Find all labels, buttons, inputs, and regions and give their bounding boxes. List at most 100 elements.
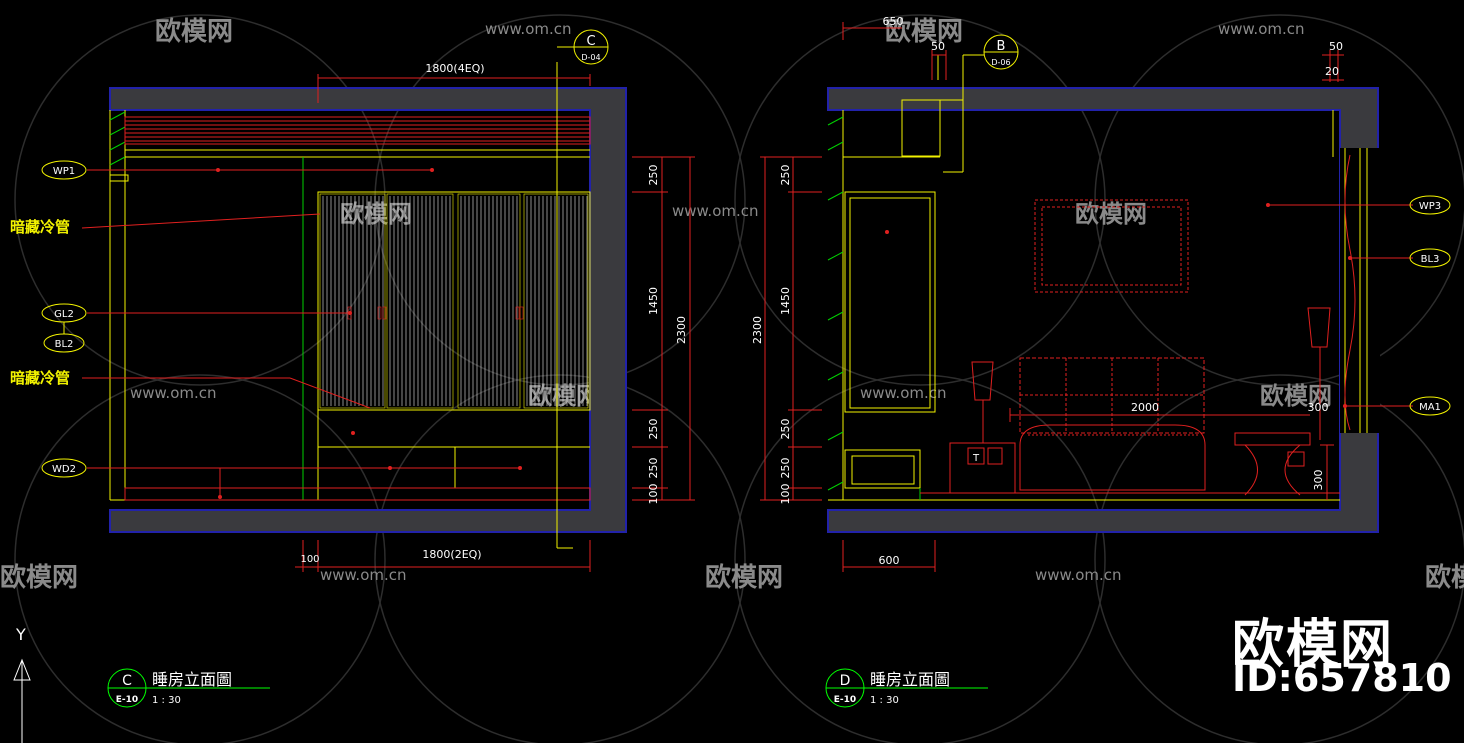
dim-text: 650 (883, 15, 904, 28)
svg-text:WD2: WD2 (52, 464, 76, 475)
svg-text:250: 250 (779, 419, 792, 440)
watermark-url: www.om.cn (672, 202, 759, 220)
stool (1234, 432, 1311, 496)
svg-text:250: 250 (647, 458, 660, 479)
dim-text: 1800(2EQ) (422, 548, 481, 561)
callout-gl2: GL2 (41, 303, 87, 323)
dim-bottom-left (295, 540, 591, 572)
svg-text:D: D (840, 673, 851, 689)
watermark-logo: 欧模网 (885, 16, 963, 47)
dim-text: 600 (879, 554, 900, 567)
watermark-url: www.om.cn (130, 384, 217, 402)
wardrobe-door-panel (386, 193, 454, 409)
watermark-logo: 欧模网 (1075, 200, 1147, 228)
note-concealed-light-1: 暗藏冷管 (10, 218, 70, 236)
vertical-dim-labels-d: 250 1450 250 250 100 2300 300 (751, 165, 1325, 505)
watermark-url: www.om.cn (1035, 566, 1122, 584)
svg-text:B: B (997, 39, 1006, 54)
view-title: 睡房立面圖 (152, 670, 232, 689)
title-block-d: D E-10 睡房立面圖 1 : 30 (825, 668, 988, 708)
dim-text: 1800(4EQ) (425, 62, 484, 75)
watermark-logo: 欧模网 (155, 16, 233, 47)
svg-text:BL3: BL3 (1421, 254, 1440, 265)
callout-wd2: WD2 (41, 458, 87, 478)
svg-text:250: 250 (779, 165, 792, 186)
wardrobe-door-panel (523, 193, 589, 409)
svg-text:WP1: WP1 (53, 166, 75, 177)
watermark-url: www.om.cn (485, 20, 572, 38)
nightstand (949, 361, 1016, 494)
callout-wp1: WP1 (41, 160, 87, 180)
callout-bl2: BL2 (43, 322, 85, 353)
watermark-texts: 欧模网 www.om.cn 欧模网 www.om.cn 欧模网 www.om.c… (0, 16, 1464, 593)
note-concealed-light-2: 暗藏冷管 (10, 369, 70, 387)
svg-text:250: 250 (647, 165, 660, 186)
elevation-c: WP1 GL2 BL2 WD2 暗藏冷管 暗藏冷管 C D-04 (10, 29, 695, 708)
callout-wp3: WP3 (1409, 195, 1451, 215)
door-handle (382, 306, 387, 320)
svg-text:250: 250 (779, 458, 792, 479)
watermark-url: www.om.cn (1218, 20, 1305, 38)
view-scale: 1 : 30 (152, 695, 181, 706)
dim-top-left (317, 74, 591, 103)
door-handle (377, 306, 382, 320)
svg-text:1450: 1450 (779, 287, 792, 315)
door-handle (515, 306, 520, 320)
left-wall-hatch-d (827, 116, 921, 500)
svg-text:100: 100 (779, 484, 792, 505)
lamp-tag: T (972, 453, 980, 464)
svg-text:GL2: GL2 (54, 309, 74, 320)
svg-text:2300: 2300 (751, 316, 764, 344)
callout-bl3: BL3 (1409, 248, 1451, 268)
svg-text:Y: Y (15, 625, 26, 644)
curtain (1344, 154, 1356, 431)
watermark-id: ID:657810 (1232, 656, 1452, 700)
dim-text: 300 (1308, 401, 1329, 414)
section-tag-b: B D-06 (963, 34, 1019, 70)
leader-dots-left (216, 168, 522, 499)
svg-text:250: 250 (647, 419, 660, 440)
ceiling-grille (124, 116, 591, 145)
vertical-dim-labels-c: 250 1450 250 250 100 2300 (647, 165, 688, 505)
room-frame (109, 110, 590, 501)
watermark-logo: 欧模网 (0, 562, 78, 593)
wall-outline (827, 87, 1379, 533)
dim-stool (1320, 444, 1334, 500)
svg-text:WP3: WP3 (1419, 201, 1441, 212)
elevation-d: 2000 T (751, 15, 1451, 708)
svg-text:300: 300 (1312, 470, 1325, 491)
svg-text:2300: 2300 (675, 316, 688, 344)
dim-vertical-left-view (632, 156, 695, 501)
dim-text: 50 (931, 40, 945, 53)
dim-text: 50 (1329, 40, 1343, 53)
view-scale: 1 : 30 (870, 695, 899, 706)
watermark-big-logo: 欧模网 (1232, 615, 1395, 675)
watermark-logo: 欧模网 (340, 200, 412, 228)
left-wall-hatch (109, 111, 304, 500)
svg-text:D-04: D-04 (581, 53, 600, 62)
leaders-right (1268, 204, 1413, 407)
floor-lamp (1307, 307, 1331, 440)
leaders-left (81, 169, 520, 497)
wall-outline (109, 87, 627, 533)
ucs-axis-icon: Y (13, 625, 31, 743)
dim-text: 2000 (1131, 401, 1159, 414)
svg-text:C: C (122, 673, 132, 689)
dim-text: 20 (1325, 65, 1339, 78)
svg-text:C: C (586, 34, 595, 49)
svg-text:E-10: E-10 (834, 695, 856, 705)
watermark-logo: 欧模网 (1425, 562, 1464, 593)
dim-text: 100 (300, 554, 319, 565)
svg-text:MA1: MA1 (1419, 402, 1441, 413)
watermark-url: www.om.cn (320, 566, 407, 584)
watermark-url: www.om.cn (860, 384, 947, 402)
wall-painting (1034, 199, 1189, 293)
svg-text:D-06: D-06 (991, 58, 1010, 67)
watermark-logo: 欧模网 (705, 562, 783, 593)
door-handle (519, 306, 524, 320)
svg-text:BL2: BL2 (55, 339, 74, 350)
view-title: 睡房立面圖 (870, 670, 950, 689)
wardrobe-door-panel (319, 193, 386, 409)
dim-top-right (842, 22, 1344, 82)
